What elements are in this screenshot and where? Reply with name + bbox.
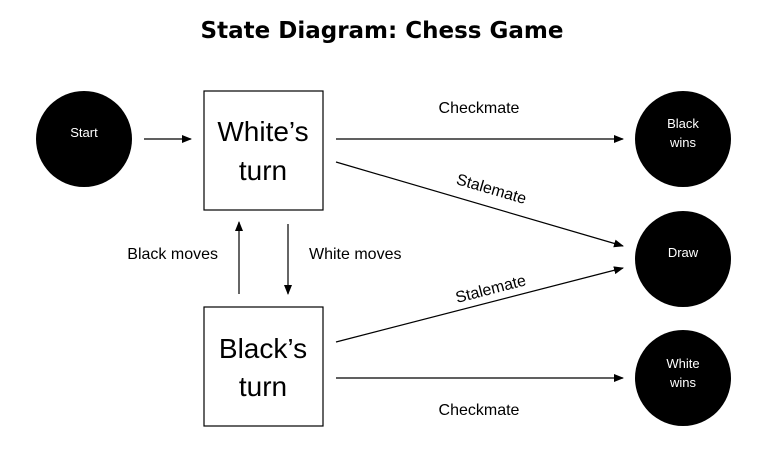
start-node-label: Start: [70, 125, 98, 140]
white-wins-circle: [635, 330, 731, 426]
whites-turn-box: [203, 90, 324, 211]
whites-turn-state: White’s turn: [203, 90, 324, 211]
whites-turn-label-line1: White’s: [217, 116, 308, 147]
whites-turn-label-line2: turn: [239, 155, 287, 186]
blacks-turn-label-line2: turn: [239, 371, 287, 402]
draw-circle: [635, 211, 731, 307]
diagram-title: State Diagram: Chess Game: [201, 18, 564, 44]
black-wins-node: Black wins: [635, 91, 731, 187]
edge-white-moves-label: White moves: [309, 246, 401, 263]
edge-black-checkmate-label: Checkmate: [439, 402, 520, 419]
blacks-turn-label-line1: Black’s: [219, 333, 307, 364]
edge-black-stalemate: [335, 266, 624, 343]
blacks-turn-box: [203, 306, 324, 427]
edge-black-moves-label: Black moves: [127, 246, 218, 263]
start-node-circle: [36, 91, 132, 187]
edge-white-checkmate-label: Checkmate: [439, 100, 520, 117]
white-wins-node: White wins: [635, 330, 731, 426]
edge-white-stalemate: [335, 161, 624, 248]
start-node: Start: [36, 91, 132, 187]
white-wins-label-line1: White: [666, 356, 699, 371]
black-wins-label-line1: Black: [667, 116, 699, 131]
blacks-turn-state: Black’s turn: [203, 306, 324, 427]
black-wins-circle: [635, 91, 731, 187]
black-wins-label-line2: wins: [669, 135, 697, 150]
draw-label: Draw: [668, 245, 699, 260]
edge-white-stalemate-label: Stalemate: [454, 171, 528, 208]
draw-node: Draw: [635, 211, 731, 307]
white-wins-label-line2: wins: [669, 375, 697, 390]
